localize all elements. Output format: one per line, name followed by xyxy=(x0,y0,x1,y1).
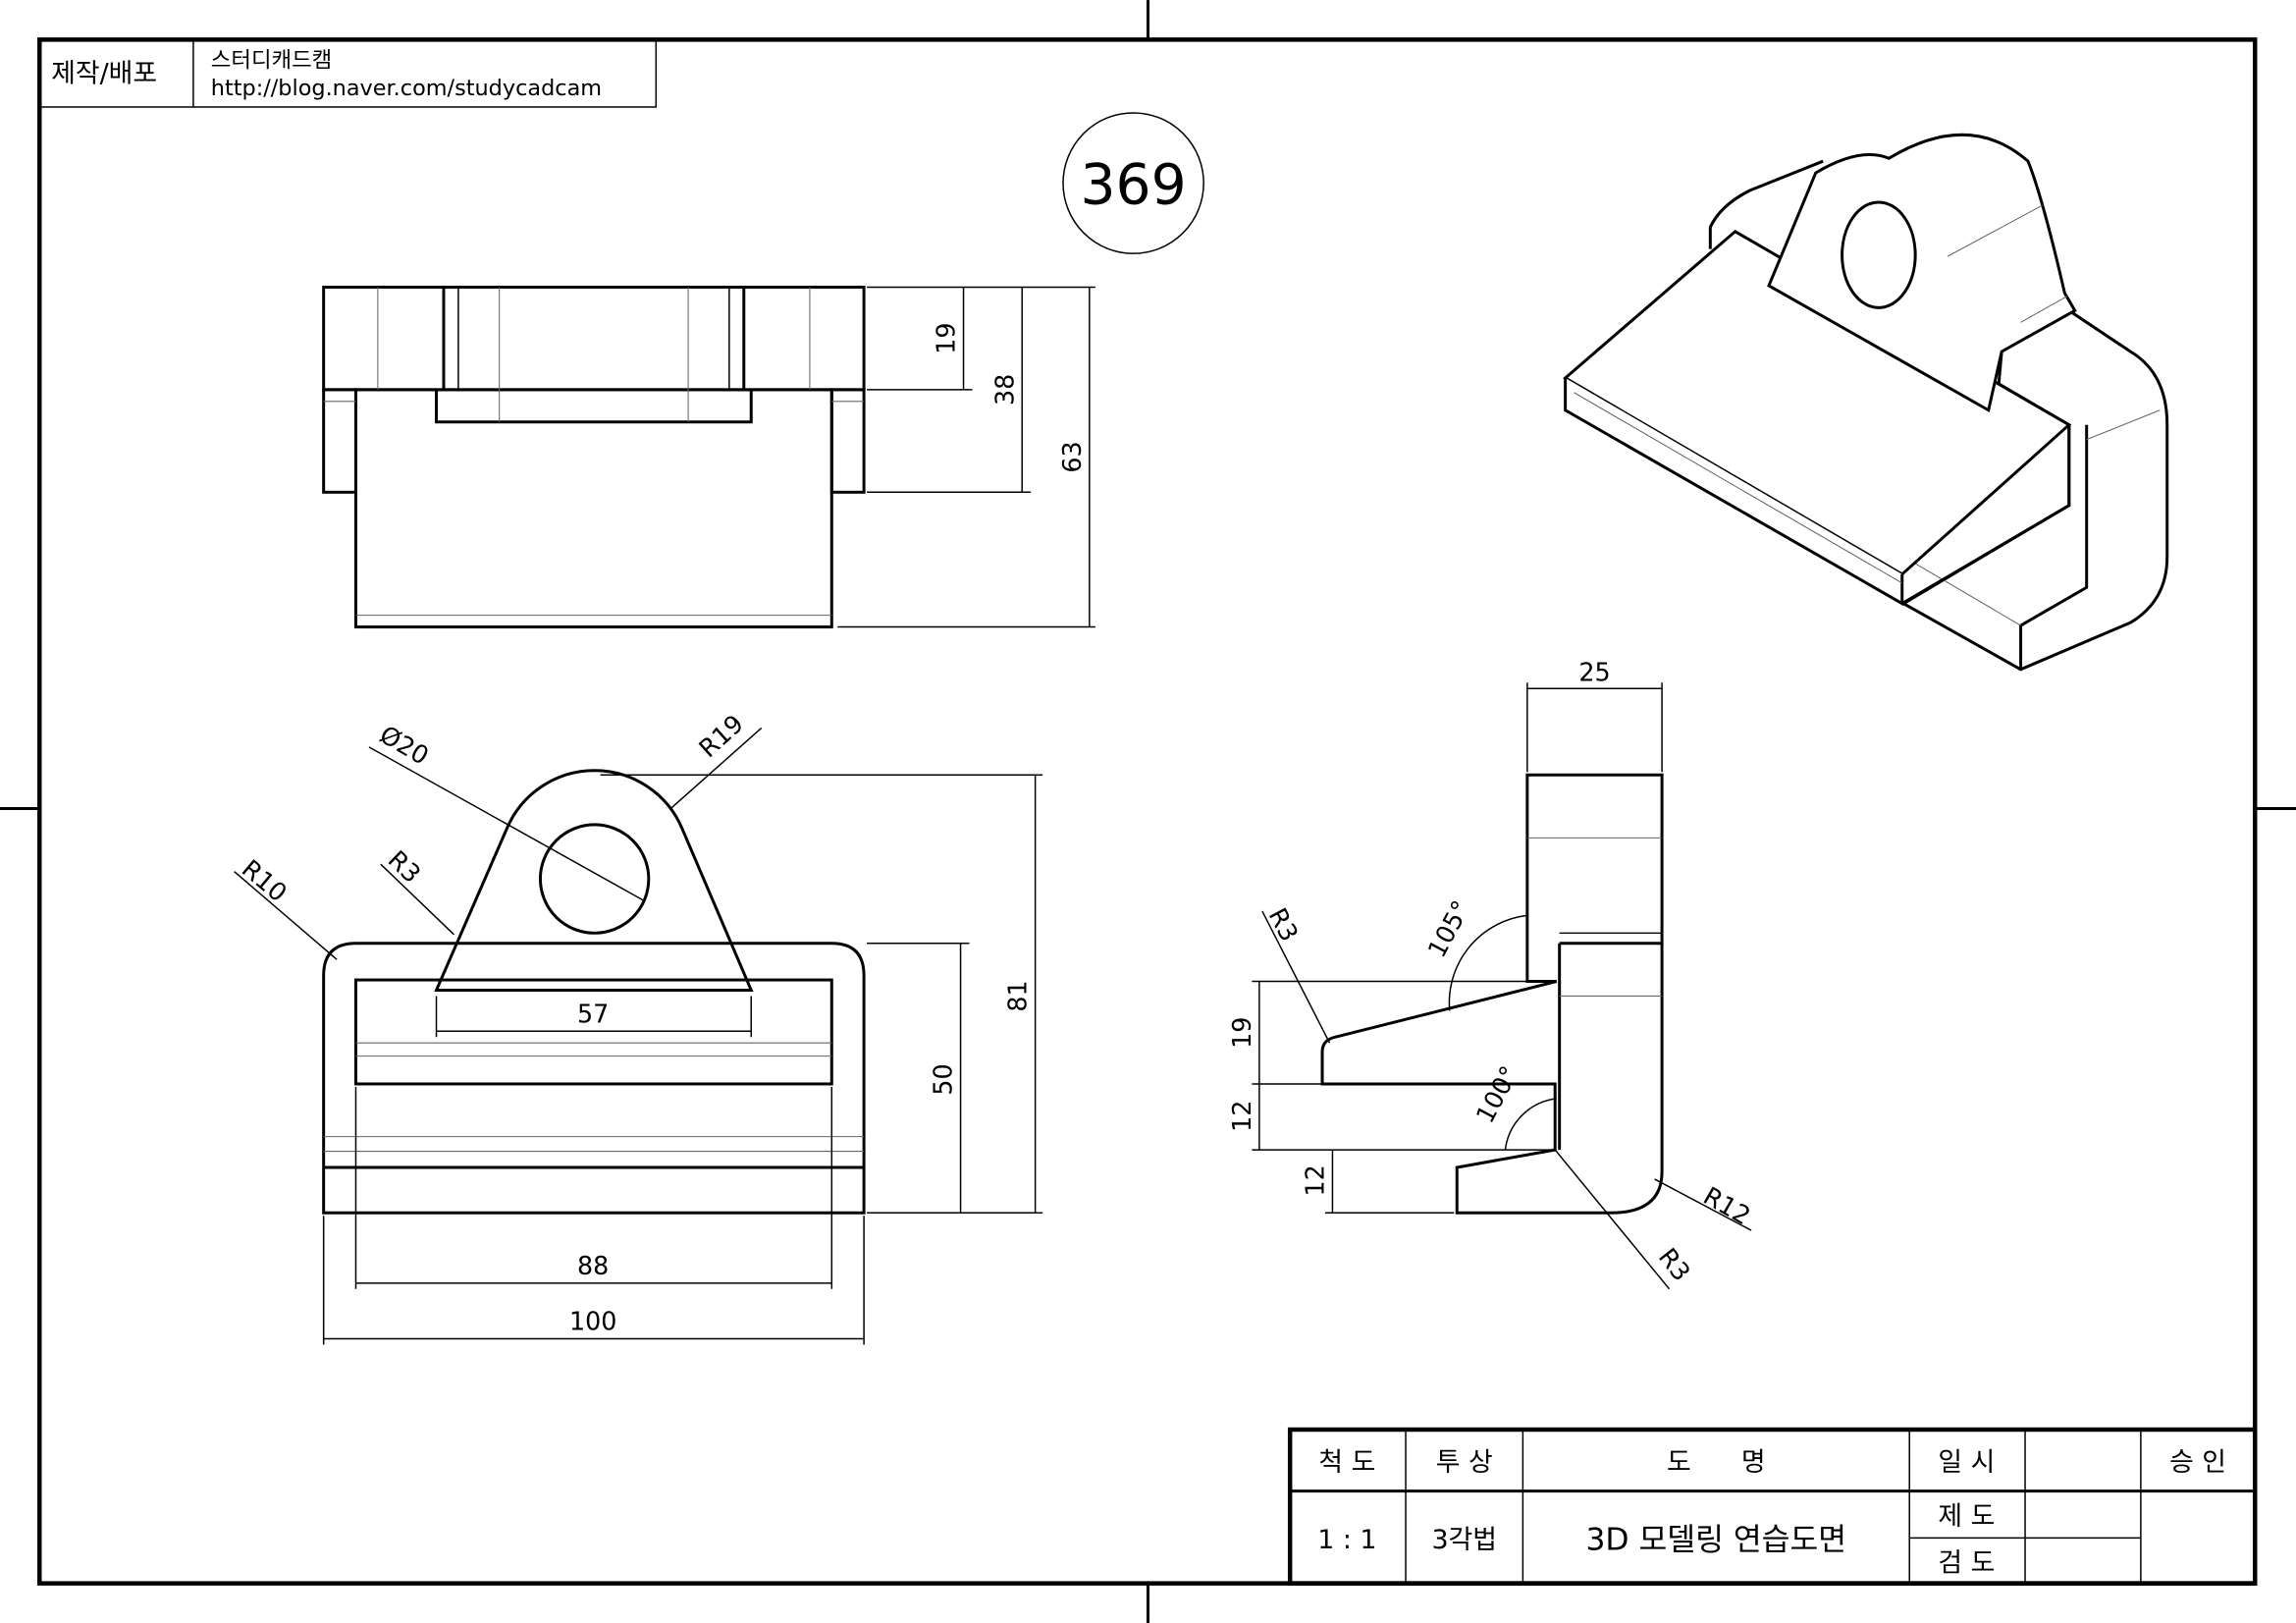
projection-value: 3각법 xyxy=(1431,1525,1496,1555)
label-r3-upper: R3 xyxy=(1263,903,1305,947)
dim-57: 57 xyxy=(577,999,609,1028)
dim-88: 88 xyxy=(577,1251,609,1280)
approval-label: 승 인 xyxy=(2169,1447,2226,1478)
title-block: 척 도 투 상 도 명 일 시 승 인 1 : 1 3각법 3D 모델링 연습도… xyxy=(1287,1427,2258,1586)
drawing-number-text: 369 xyxy=(1080,152,1186,217)
dim-50: 50 xyxy=(929,1063,958,1095)
top-view: 19 38 63 xyxy=(322,285,1095,629)
name-label: 도 명 xyxy=(1667,1447,1766,1478)
label-r3: R3 xyxy=(383,844,427,889)
dim-19-side: 19 xyxy=(1227,1017,1256,1049)
label-r3-lower: R3 xyxy=(1653,1242,1696,1286)
dim-100: 100 xyxy=(569,1307,616,1336)
label-r10: R10 xyxy=(237,853,293,907)
drawn-label: 제 도 xyxy=(1938,1501,1995,1532)
angle-100: 100° xyxy=(1469,1061,1523,1128)
label-dia20: Ø20 xyxy=(375,720,434,771)
side-view: 25 19 12 12 105° 100° R3 R12 R3 xyxy=(1227,658,1756,1290)
angle-105: 105° xyxy=(1421,895,1475,962)
author-name: 스터디캐드캠 xyxy=(211,48,332,74)
dim-12-lower: 12 xyxy=(1301,1164,1330,1196)
header-label: 제작/배포 xyxy=(51,59,157,89)
scale-value: 1 : 1 xyxy=(1317,1525,1376,1555)
dim-81: 81 xyxy=(1003,980,1033,1011)
label-r19: R19 xyxy=(693,709,749,764)
front-view: 57 88 100 50 81 Ø20 R19 R10 R3 xyxy=(234,709,1043,1345)
projection-label: 투 상 xyxy=(1436,1447,1493,1478)
dim-25: 25 xyxy=(1578,658,1610,687)
isometric-view xyxy=(1563,133,2169,672)
author-box: 제작/배포 스터디캐드캠 http://blog.naver.com/study… xyxy=(38,38,658,108)
date-label: 일 시 xyxy=(1938,1447,1995,1478)
scale-label: 척 도 xyxy=(1318,1447,1375,1478)
author-url[interactable]: http://blog.naver.com/studycadcam xyxy=(211,76,602,101)
drawing-number: 369 xyxy=(1062,112,1204,254)
drawing-title: 3D 모델링 연습도면 xyxy=(1585,1522,1846,1557)
label-r12: R12 xyxy=(1698,1181,1755,1231)
checked-label: 검 도 xyxy=(1938,1548,1995,1579)
dim-63: 63 xyxy=(1057,441,1087,472)
dim-38: 38 xyxy=(989,374,1019,406)
dim-19: 19 xyxy=(932,323,961,354)
dim-12-upper: 12 xyxy=(1227,1101,1256,1132)
